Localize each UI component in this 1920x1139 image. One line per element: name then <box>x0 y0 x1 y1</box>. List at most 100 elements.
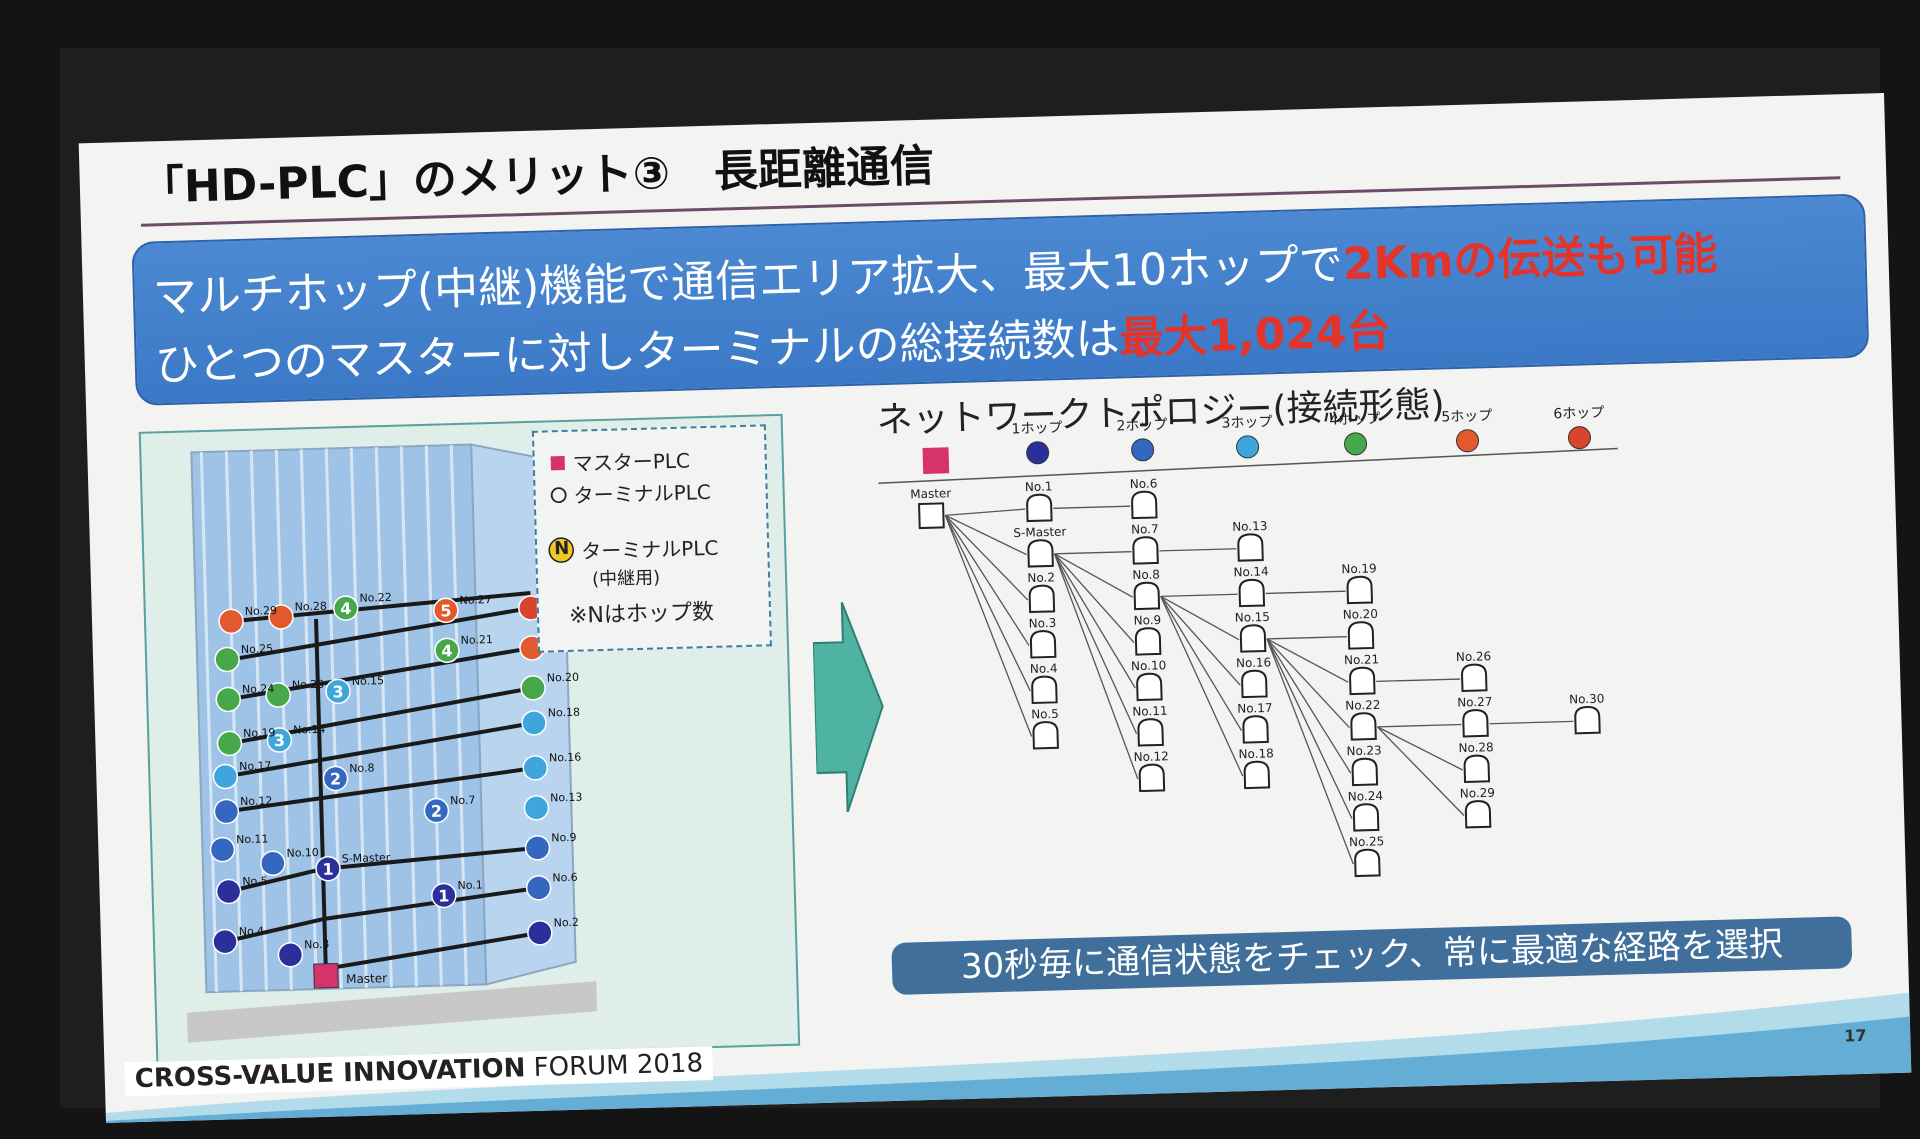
topology-terminal-node <box>1462 709 1489 738</box>
topology-node-label: No.9 <box>1133 613 1161 628</box>
topology-node-label: No.20 <box>1343 607 1379 622</box>
topology-terminal-node <box>1031 675 1058 705</box>
topology-node-label: No.22 <box>1345 698 1381 713</box>
hop-legend-dot-icon <box>1344 432 1368 456</box>
topology-node-label: No.12 <box>1133 749 1169 764</box>
topology-link <box>1376 678 1461 683</box>
building-node-label: No.22 <box>359 591 392 605</box>
topology-link <box>1266 636 1347 640</box>
topology-link <box>1054 553 1134 598</box>
topology-node-label: No.27 <box>1457 695 1493 710</box>
building-wire <box>325 930 541 971</box>
building-node-label: No.18 <box>548 706 581 720</box>
building-plc-node <box>325 678 351 705</box>
topology-link <box>944 514 1029 601</box>
topology-node-label: No.1 <box>1025 479 1053 494</box>
topology-node-label: No.4 <box>1030 661 1058 676</box>
building-node-label: No.12 <box>240 794 273 808</box>
topology-node-label: No.16 <box>1236 655 1272 670</box>
hop-legend-label: 1ホップ <box>1011 420 1062 437</box>
topology-node-label: No.24 <box>1348 789 1384 804</box>
topology-terminal-node <box>1134 627 1162 656</box>
legend-box: マスターPLC ターミナルPLC N ターミナルPLC (中継用) ※Nはホップ… <box>531 424 772 653</box>
topology-terminal-node <box>1346 575 1374 605</box>
building-plc-node <box>216 730 243 757</box>
building-master-label: Master <box>346 971 387 986</box>
master-square-icon <box>550 455 565 471</box>
topology-terminal-node <box>1347 621 1375 650</box>
building-plc-node <box>218 608 244 635</box>
topology-node-label: No.11 <box>1132 704 1168 719</box>
hop-legend-dot-icon <box>1567 426 1591 450</box>
building-relay-number: 3 <box>274 731 286 750</box>
building-wire <box>225 720 535 779</box>
topology-terminal-node <box>1029 630 1057 659</box>
building-node-label: No.1 <box>457 878 483 892</box>
topology-terminal-node <box>1354 848 1381 878</box>
topology-node-label: No.6 <box>1130 476 1158 491</box>
building-plc-node <box>433 597 459 624</box>
topology-link <box>944 515 1033 737</box>
building-window-column <box>199 452 218 992</box>
decorative-wave <box>105 992 1912 1124</box>
hop-legend-dot-icon <box>1456 429 1480 453</box>
topology-node-label: No.30 <box>1569 692 1605 707</box>
building-window-column <box>399 446 418 987</box>
building-plc-node <box>524 835 551 861</box>
building-master-square-icon <box>313 962 339 989</box>
building-window-column <box>274 449 293 990</box>
building-relay-number: 2 <box>330 769 342 788</box>
topology-node-label: No.2 <box>1027 570 1055 585</box>
building-relay-number: 1 <box>322 860 334 879</box>
building-plc-node <box>215 878 242 905</box>
hop-legend-dot-icon <box>1236 435 1260 459</box>
banner-line-2-highlight: 最大1,024台 <box>1118 305 1392 365</box>
terminal-circle-icon <box>550 487 567 504</box>
building-node-label: No.24 <box>242 682 275 696</box>
building-plc-node <box>523 795 550 821</box>
building-node-label: No.17 <box>239 759 272 773</box>
building-node-label: No.21 <box>461 633 494 647</box>
building-node-label: No.2 <box>553 916 579 930</box>
building-node-label: No.29 <box>245 604 278 618</box>
building-node-label: No.19 <box>243 726 276 740</box>
building-wire <box>322 845 538 871</box>
topology-link <box>1266 638 1352 774</box>
building-plc-node <box>266 727 293 753</box>
building-relay-number: 1 <box>438 886 450 905</box>
topology-terminal-node <box>1238 578 1266 608</box>
building-node-label: No.14 <box>293 723 326 737</box>
presentation-slide: 「HD-PLC」のメリット③ 長距離通信 マルチホップ(中継)機能で通信エリア拡… <box>78 92 1912 1124</box>
building-plc-node <box>434 637 460 664</box>
topology-link <box>944 515 1031 692</box>
hop-legend-rule <box>878 447 1618 484</box>
topology-terminal-node <box>1349 666 1376 696</box>
building-plc-node <box>315 855 341 882</box>
topology-link <box>1160 593 1238 598</box>
building-node-label: No.6 <box>552 871 578 885</box>
topology-terminal-node <box>1133 581 1161 611</box>
topology-node-label: No.13 <box>1232 519 1268 534</box>
topology-link <box>1053 553 1136 689</box>
topology-node-label: No.10 <box>1131 658 1167 673</box>
building-wire <box>231 605 532 662</box>
topology-terminal-node <box>1464 800 1492 829</box>
topology-terminal-node <box>1027 539 1054 568</box>
building-node-label: No.27 <box>459 593 492 607</box>
topology-node-label: No.26 <box>1456 649 1492 664</box>
topology-node-label: No.21 <box>1344 652 1380 667</box>
topology-terminal-node <box>1574 706 1601 735</box>
topology-terminal-node <box>1242 715 1269 744</box>
building-node-label: No.28 <box>295 600 328 614</box>
building-wire <box>224 916 325 944</box>
topology-terminal-node <box>1136 672 1163 702</box>
building-window-column <box>324 448 343 989</box>
topology-terminal-node <box>1463 754 1491 783</box>
hop-legend-label: 2ホップ <box>1116 417 1167 434</box>
building-node-label: No.23 <box>292 678 325 692</box>
building-relay-number: 2 <box>431 802 443 821</box>
building-node-label: S-Master <box>342 851 391 865</box>
legend-terminal: ターミナルPLC <box>573 479 712 508</box>
topology-node-label: No.14 <box>1233 564 1269 579</box>
